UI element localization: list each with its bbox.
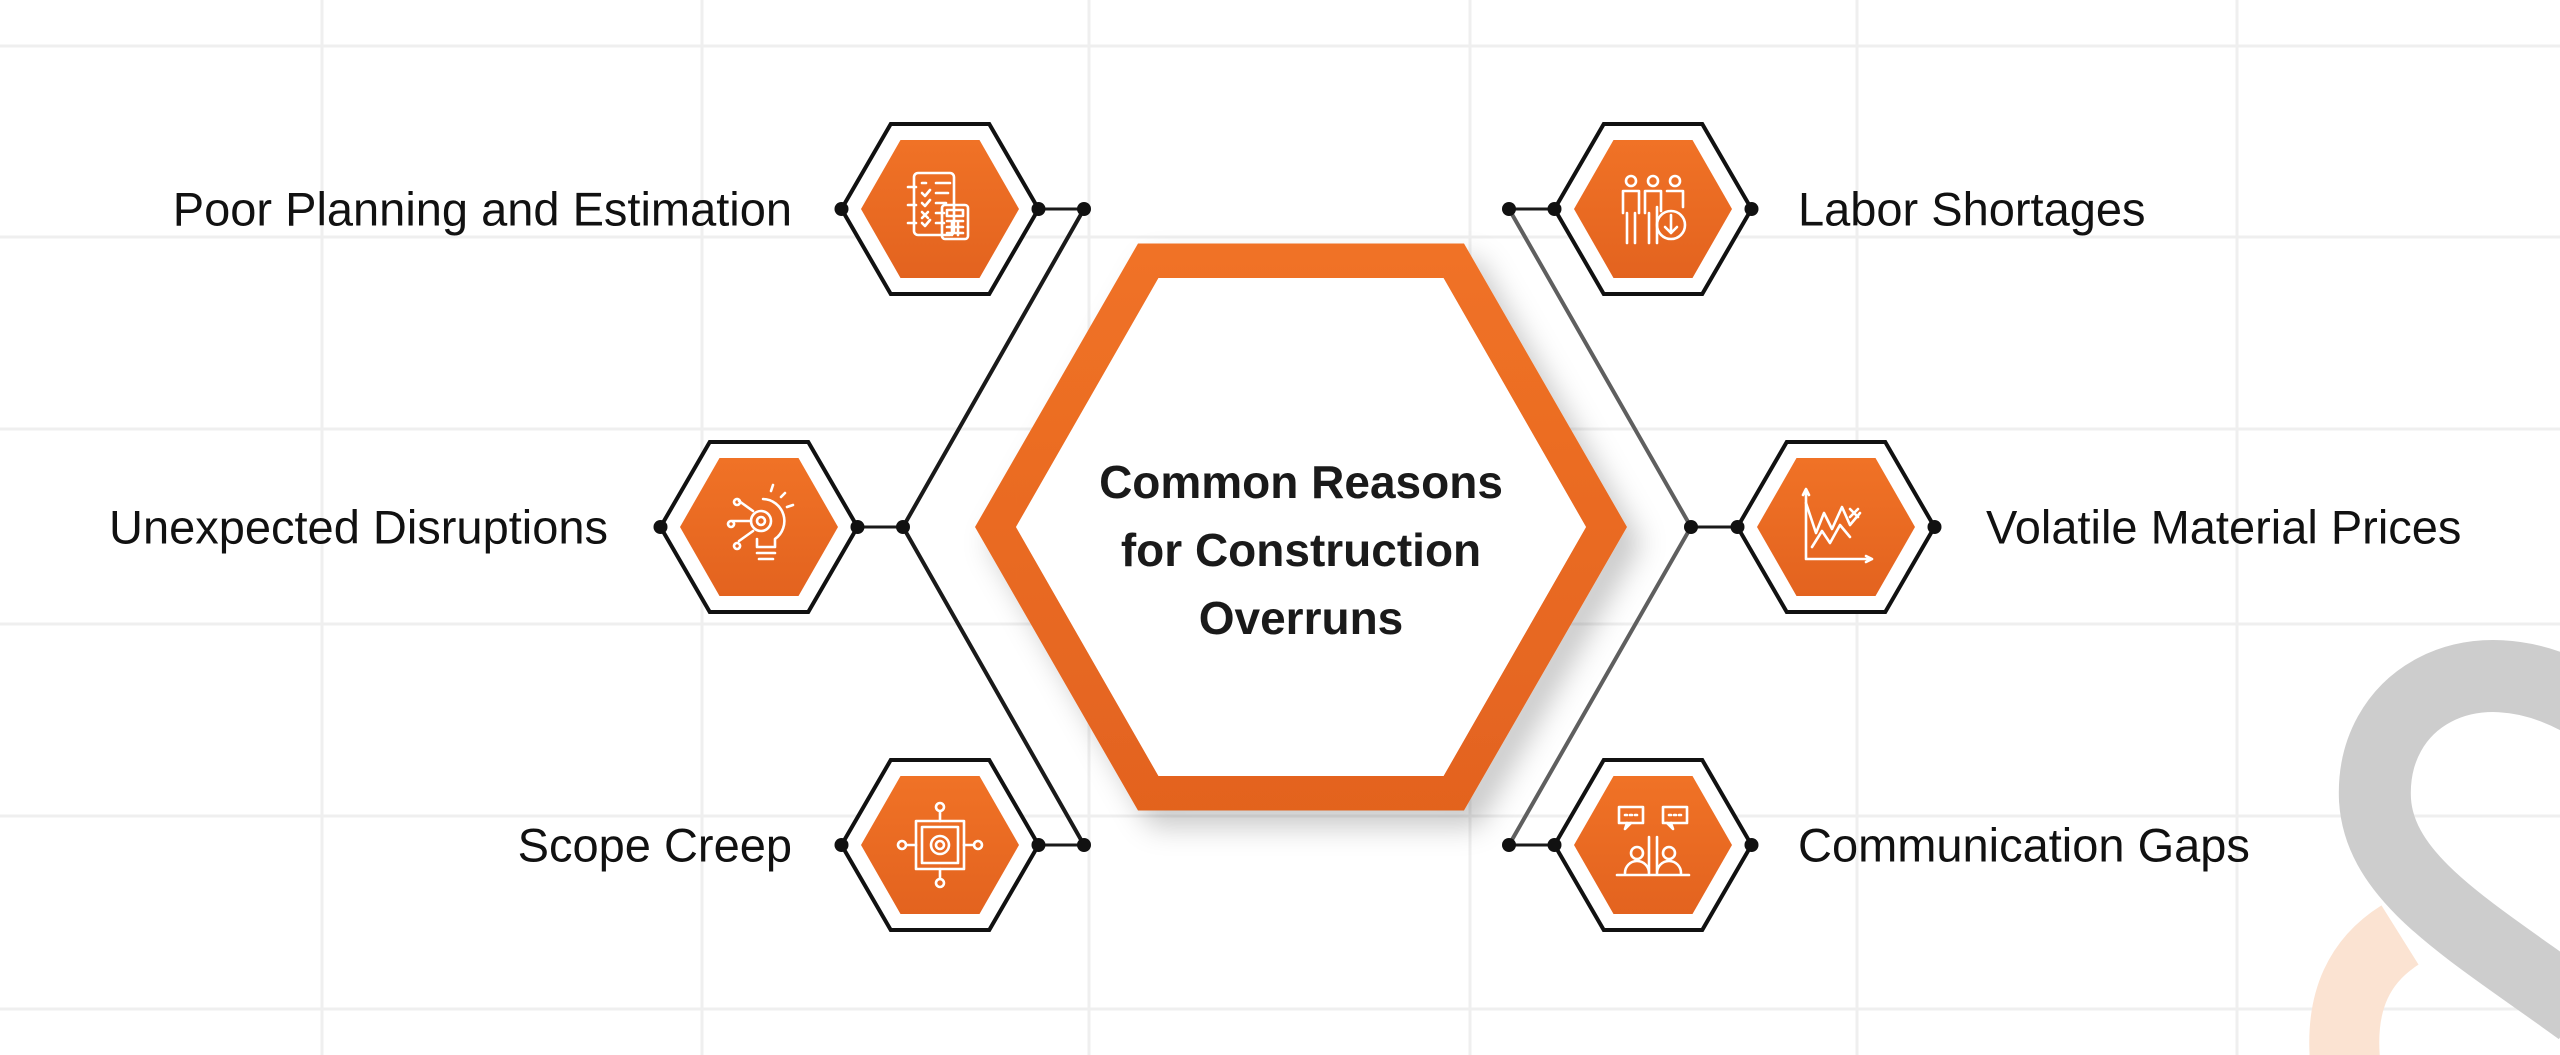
connector-dot xyxy=(1744,202,1759,216)
connector-dot xyxy=(896,520,910,534)
logo-watermark xyxy=(2309,640,2560,1055)
center-hexagon-inner xyxy=(1016,278,1586,776)
connector-dot xyxy=(1730,520,1745,534)
reason-node-poor-planning-and-estimation xyxy=(834,122,1046,296)
connector-dot xyxy=(834,838,849,852)
reason-node-unexpected-disruptions xyxy=(653,440,865,614)
reason-label-communication-gaps: Communication Gaps xyxy=(1798,818,2250,872)
reason-node-volatile-material-prices xyxy=(1730,440,1942,614)
connector-dot xyxy=(834,202,849,216)
people-chat-icon xyxy=(1615,805,1691,877)
center-title-line: Common Reasons xyxy=(1099,456,1503,508)
hexagon-fill xyxy=(1757,458,1915,596)
fluctuating-chart-icon xyxy=(1801,487,1874,564)
reason-label-scope-creep: Scope Creep xyxy=(517,818,792,872)
center-title-line: Overruns xyxy=(1198,592,1404,644)
hexagon-fill xyxy=(680,458,838,596)
connector-dot xyxy=(653,520,668,534)
hexagon-fill xyxy=(1574,776,1732,914)
reason-node-scope-creep xyxy=(834,758,1046,932)
connector-dot xyxy=(1502,202,1516,216)
framework-gear-icon xyxy=(896,801,984,889)
reason-label-unexpected-disruptions: Unexpected Disruptions xyxy=(109,500,608,554)
reason-label-poor-planning: Poor Planning and Estimation xyxy=(172,182,792,236)
connector-dot xyxy=(1502,838,1516,852)
watermark-grey-arc xyxy=(2338,640,2560,1040)
connector-dot xyxy=(1547,838,1562,852)
workers-decrease-icon xyxy=(1621,174,1687,245)
connector-dot xyxy=(1547,202,1562,216)
hexagon-fill xyxy=(1574,140,1732,278)
hexagon-fill xyxy=(861,776,1019,914)
connector-dot xyxy=(1031,838,1046,852)
connector-dot xyxy=(1077,838,1091,852)
center-title-line: for Construction xyxy=(1120,524,1482,576)
connector-dot xyxy=(1031,202,1046,216)
connector-dot xyxy=(1927,520,1942,534)
watermark-orange-arc xyxy=(2309,905,2420,1055)
connector-dot xyxy=(1744,838,1759,852)
connector-dot xyxy=(850,520,865,534)
checklist-calculator-icon xyxy=(906,171,970,241)
reason-node-labor-shortages xyxy=(1547,122,1759,296)
reason-label-labor-shortages: Labor Shortages xyxy=(1798,182,2146,236)
reason-label-volatile-prices: Volatile Material Prices xyxy=(1986,500,2462,554)
hexagon-fill xyxy=(861,140,1019,278)
reason-node-communication-gaps xyxy=(1547,758,1759,932)
lightbulb-gear-icon xyxy=(726,483,795,561)
connector-dot xyxy=(1684,520,1698,534)
connector-dot xyxy=(1077,202,1091,216)
center-title: Common Reasons for Construction Overruns xyxy=(1051,448,1551,652)
